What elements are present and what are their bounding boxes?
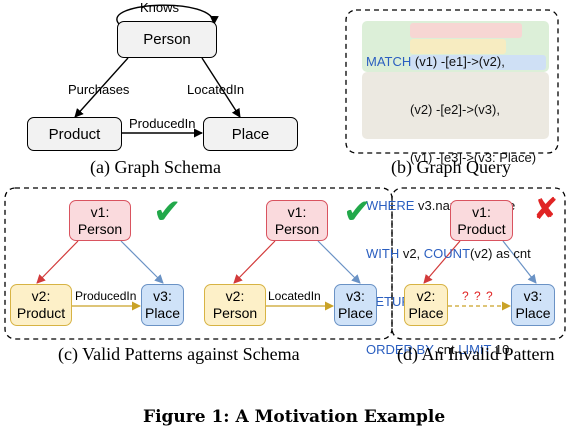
p1-v2-type: Product <box>16 305 66 321</box>
schema-node-person: Person <box>117 21 217 58</box>
p1-vertex-v1: v1: Person <box>69 200 131 241</box>
knows-edge-label: Knows <box>140 0 180 15</box>
query-line-with: WITH v2, COUNT(v2) as cnt <box>366 246 536 262</box>
p1-vertex-v2: v2: Product <box>10 284 72 326</box>
p1-v3-type: Place <box>144 305 181 321</box>
schema-caption: (a) Graph Schema <box>90 157 221 177</box>
p1-v1-v2-edge <box>36 240 79 284</box>
p1-v3-id: v3: <box>153 288 172 304</box>
inv-v1-id: v1: <box>472 203 491 220</box>
valid-patterns-caption: (c) Valid Patterns against Schema <box>58 344 300 364</box>
p1-edge-label: ProducedIn <box>75 289 137 303</box>
p2-v1-id: v1: <box>287 203 307 220</box>
query-line-order: ORDER BY cnt LIMIT 10 <box>366 342 536 358</box>
p2-v1-v2-edge <box>233 240 276 284</box>
p2-vertex-v1: v1: Person <box>266 200 328 241</box>
inv-vertex-v3: v3: Place <box>511 284 555 326</box>
e3-highlight <box>410 55 546 70</box>
invalid-pattern-border <box>391 187 566 340</box>
query-text: MATCH (v1) -[e1]->(v2), (v2) -[e2]->(v3)… <box>366 22 536 390</box>
purchases-edge <box>74 57 129 118</box>
p2-v3-type: Place <box>337 305 374 321</box>
query-line-match: MATCH (v1) -[e1]->(v2), <box>366 54 536 70</box>
inv-v1-v3-edge <box>502 240 537 284</box>
keyword-with: WITH <box>366 246 400 261</box>
query-line-e2: (v2) -[e2]->(v3), <box>366 102 536 118</box>
invalid-pattern-caption: (d) An Invalid Pattern <box>397 344 555 364</box>
inv-v1-type: Product <box>457 220 506 237</box>
p1-v2-id: v2: <box>31 288 51 304</box>
place-label: Place <box>231 125 270 143</box>
keyword-limit: LIMIT <box>458 342 492 357</box>
p2-v2-type: Person <box>212 305 258 321</box>
p1-v1-id: v1: <box>90 203 110 220</box>
purchases-edge-label: Purchases <box>68 82 130 97</box>
e2-highlight <box>410 39 506 54</box>
p2-v3-id: v3: <box>346 288 365 304</box>
keyword-match: MATCH <box>366 54 412 69</box>
inv-edge-label: ? ? ? <box>462 289 494 303</box>
match-pattern-2: (v2) -[e2]->(v3), <box>410 102 500 117</box>
inv-v2-id: v2: <box>416 288 436 304</box>
with-clause-bg <box>362 72 549 139</box>
locatedin-edge <box>201 57 241 118</box>
keyword-order-by: ORDER BY <box>366 342 434 357</box>
valid-patterns-border <box>4 187 393 340</box>
query-caption: (b) Graph Query <box>391 157 511 177</box>
p1-vertex-v3: v3: Place <box>141 284 184 326</box>
p2-v1-v3-edge <box>317 240 361 284</box>
producedin-edge-label: ProducedIn <box>129 116 196 131</box>
schema-node-product: Product <box>27 117 122 151</box>
p2-edge-label: LocatedIn <box>268 289 321 303</box>
inv-v3-id: v3: <box>523 288 543 304</box>
with-clause: v2, <box>399 246 424 261</box>
inv-v2-type: Place <box>408 305 444 321</box>
inv-cross-icon: ✘ <box>533 192 559 227</box>
p2-vertex-v2: v2: Person <box>204 284 266 326</box>
p1-check-icon: ✔ <box>153 192 182 232</box>
p2-check-icon: ✔ <box>343 192 372 232</box>
p2-v1-type: Person <box>274 220 320 237</box>
inv-v3-type: Place <box>515 305 551 321</box>
inv-vertex-v2: v2: Place <box>404 284 448 326</box>
order-clause: cnt <box>433 342 459 357</box>
count-clause: (v2) as cnt <box>470 246 531 261</box>
match-pattern-3: (v1) -[e3]->(v3: Place) <box>410 150 537 165</box>
match-pattern-1: (v1) -[e1]->(v2), <box>411 54 505 69</box>
product-label: Product <box>48 125 101 143</box>
query-line-e3: (v1) -[e3]->(v3: Place) <box>366 150 536 166</box>
p2-v2-id: v2: <box>225 288 245 304</box>
keyword-count: COUNT <box>423 246 471 261</box>
locatedin-edge-label: LocatedIn <box>187 82 245 97</box>
e1-highlight <box>410 23 522 38</box>
inv-v1-v2-edge <box>423 240 461 284</box>
query-panel-border <box>345 9 559 154</box>
p1-v1-v3-edge <box>120 240 164 284</box>
person-label: Person <box>143 31 191 48</box>
p2-vertex-v3: v3: Place <box>334 284 377 326</box>
inv-vertex-v1: v1: Product <box>450 200 513 241</box>
schema-node-place: Place <box>203 117 298 151</box>
p1-v1-type: Person <box>77 220 123 237</box>
figure-caption: Figure 1: A Motivation Example <box>143 407 446 427</box>
keyword-where: WHERE <box>366 198 415 213</box>
knows-loop-edge <box>116 4 219 25</box>
limit-clause: 10 <box>491 342 510 357</box>
